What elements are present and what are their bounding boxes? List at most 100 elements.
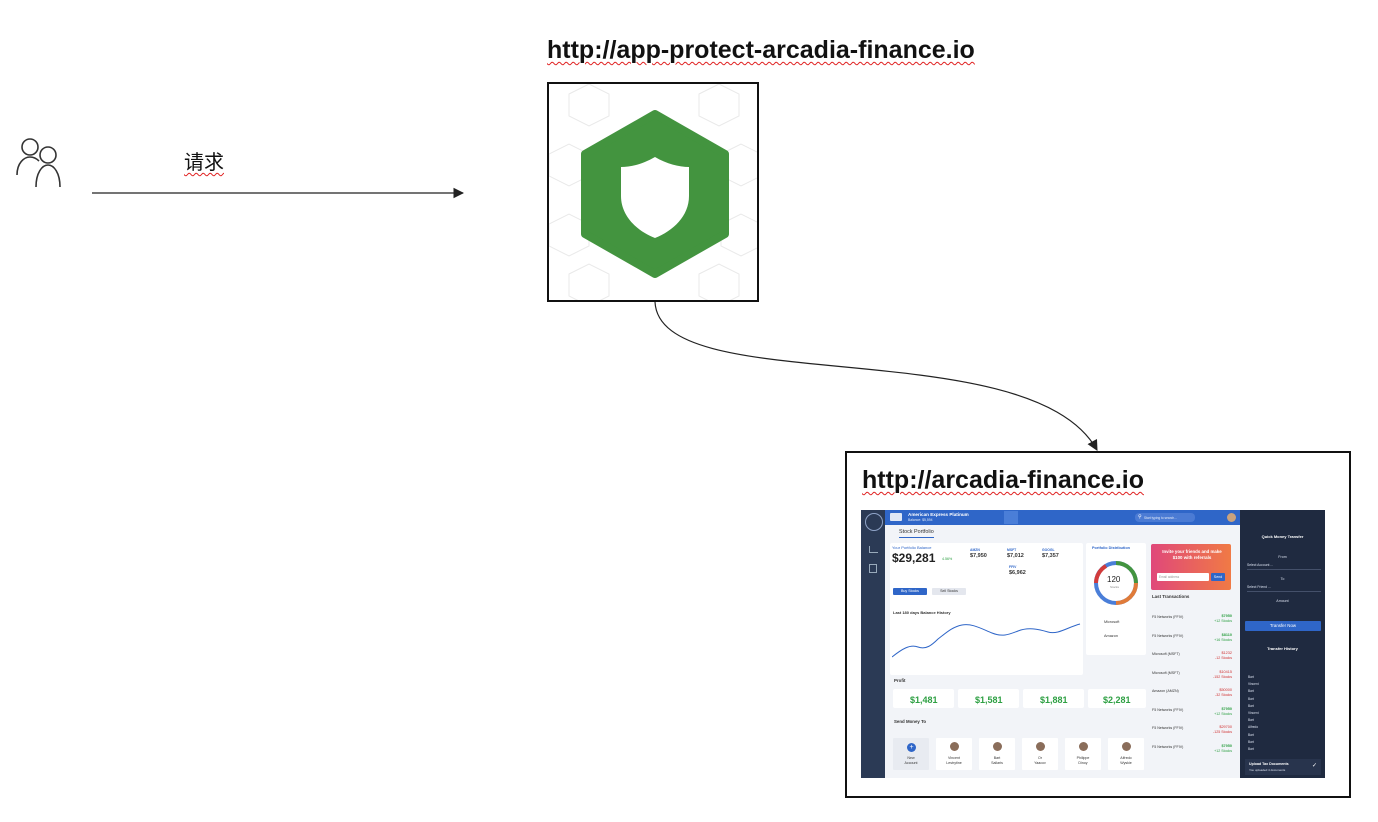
profit-title: Profit xyxy=(894,678,906,683)
transaction-row: Amazon (AMZN)$50000-32 Stocks xyxy=(1152,688,1232,703)
stock-ffiv: FFIV$6,962 xyxy=(1009,565,1026,576)
quick-transfer-panel: Quick Money Transfer From Select Account… xyxy=(1240,510,1325,778)
transfer-history-row: Vincent xyxy=(1248,711,1259,715)
transaction-row: F5 Networks (FFIV) $29700-125 Stocks xyxy=(1152,725,1232,740)
transaction-amount: $50000 xyxy=(1219,688,1232,692)
logo-icon xyxy=(865,513,883,531)
portfolio-change: 4.56% xyxy=(942,557,953,561)
legend-amazon: Amazon xyxy=(1104,634,1118,638)
request-label: 请求 xyxy=(184,152,224,174)
search-icon: ⚲ xyxy=(1138,514,1142,520)
transaction-amount: $1232 xyxy=(1221,651,1232,655)
history-title: Last 180 days Balance History xyxy=(893,610,951,615)
transaction-name: F5 Networks (FFIV) xyxy=(1152,744,1184,749)
profit-card-2: $1,581 xyxy=(958,689,1019,708)
stock-amzn: AMZN$7,950 xyxy=(970,548,987,559)
docs-nav-icon[interactable] xyxy=(869,564,877,573)
transaction-shares: +12 Stocks xyxy=(1214,619,1232,623)
transaction-name: F5 Networks (FFIV) xyxy=(1152,707,1184,712)
chart-nav-icon[interactable] xyxy=(869,546,878,553)
transaction-amount: $29700 xyxy=(1219,725,1232,729)
transaction-name: F5 Networks (FFIV) xyxy=(1152,615,1184,619)
to-select[interactable]: Select Friend ... xyxy=(1247,584,1321,592)
transfer-history-row: Bart xyxy=(1248,739,1254,744)
transaction-amount: $7950 xyxy=(1221,706,1232,711)
distribution-title: Portfolio Distribution xyxy=(1092,546,1130,550)
transfer-now-button[interactable]: Transfer Now xyxy=(1245,621,1321,631)
transfer-history-row: Bart xyxy=(1248,675,1254,679)
tab-stock-portfolio[interactable]: Stock Portfolio xyxy=(899,529,934,538)
forward-arrow xyxy=(654,301,1098,451)
transaction-shares: +12 Stocks xyxy=(1214,711,1232,716)
transfer-history-row: Bart xyxy=(1248,703,1254,708)
plus-icon: + xyxy=(907,743,916,752)
transaction-amount: $7950 xyxy=(1221,614,1232,618)
transfer-history-title: Transfer History xyxy=(1267,646,1298,651)
transfer-history-row: Bart xyxy=(1248,747,1254,751)
app-protect-box xyxy=(547,82,759,302)
transaction-shares: -12 Stocks xyxy=(1215,656,1232,660)
transaction-row: Microsoft (MSFT) $1232-12 Stocks xyxy=(1152,651,1232,666)
dashboard-screenshot: American Express Platinum Balance: $5,59… xyxy=(861,510,1325,778)
amount-label: Amount xyxy=(1276,599,1289,603)
donut-center-value: 120 xyxy=(1107,575,1121,584)
transactions-title: Last Transactions xyxy=(1152,594,1190,599)
transaction-name: F5 Networks (FFIV) xyxy=(1152,726,1184,730)
transfer-history-row: Bart xyxy=(1248,718,1254,723)
stock-googl: GOOGL$7,357 xyxy=(1042,548,1059,559)
stock-msft: MSFT$7,012 xyxy=(1007,548,1024,559)
transaction-shares: +12 Stocks xyxy=(1214,748,1232,753)
transaction-shares: -152 Stocks xyxy=(1213,674,1232,679)
send-money-title: Send Money To xyxy=(894,719,927,724)
invite-text: Invite your friends and make $100 with r… xyxy=(1162,549,1222,560)
transfer-history-row: Bart xyxy=(1248,689,1254,694)
donut-center-label: Stocks xyxy=(1110,585,1120,589)
profit-card-1: $1,481 xyxy=(893,689,954,708)
quick-transfer-title: Quick Money Transfer xyxy=(1261,534,1304,539)
invite-email-input[interactable]: Email address xyxy=(1157,573,1209,581)
transaction-row: Microsoft (MSFT)$10415-152 Stocks xyxy=(1152,670,1232,685)
card-icon xyxy=(890,513,902,521)
buy-stocks-button[interactable]: Buy Stocks xyxy=(893,588,927,595)
transaction-row: F5 Networks (FFIV) $7950+12 Stocks xyxy=(1152,614,1232,629)
portfolio-label: Your Portfolio Balance xyxy=(892,545,932,550)
sell-stocks-button[interactable]: Sell Stocks xyxy=(932,588,966,595)
distribution-donut xyxy=(1094,561,1138,605)
search-input[interactable]: ⚲ Start typing to search... xyxy=(1135,513,1195,522)
card-name: American Express Platinum xyxy=(908,512,969,517)
card-dropdown-icon[interactable] xyxy=(1004,511,1018,524)
dashboard-sidebar xyxy=(861,510,885,778)
from-label: From xyxy=(1278,555,1287,559)
contact-avatar xyxy=(1036,742,1045,751)
transaction-name: Microsoft (MSFT) xyxy=(1152,652,1180,656)
upload-card[interactable]: Upload Tax Documents You uploaded 4 docu… xyxy=(1245,759,1321,775)
transaction-row: F5 Networks (FFIV) $7950+12 Stocks xyxy=(1152,707,1232,722)
invite-send-button[interactable]: Send xyxy=(1211,573,1225,581)
transfer-history-row: Bart xyxy=(1248,732,1254,737)
transaction-row: F5 Networks (FFIV)$7950+12 Stocks xyxy=(1152,744,1232,759)
transaction-name: F5 Networks (FFIV) xyxy=(1152,633,1184,638)
app-url: http://arcadia-finance.io xyxy=(862,466,1144,494)
transaction-shares: +16 Stocks xyxy=(1214,637,1232,642)
transaction-name: Microsoft (MSFT) xyxy=(1152,670,1180,675)
legend-microsoft: Microsoft xyxy=(1104,620,1120,624)
distribution-card: Portfolio Distribution 120 Stocks Micros… xyxy=(1086,543,1146,655)
user-group-icon xyxy=(16,138,61,188)
transaction-shares: -32 Stocks xyxy=(1215,693,1232,697)
transaction-shares: -125 Stocks xyxy=(1213,730,1232,734)
transfer-history-row: Alfredo xyxy=(1248,725,1259,730)
to-label: To xyxy=(1280,577,1285,581)
from-select[interactable]: Select Account ... xyxy=(1247,562,1321,570)
transaction-row: F5 Networks (FFIV)$8110+16 Stocks xyxy=(1152,633,1232,648)
user-avatar[interactable] xyxy=(1227,513,1236,522)
dashboard-topbar: American Express Platinum Balance: $5,59… xyxy=(885,510,1240,525)
check-icon: ✓ xyxy=(1311,763,1317,769)
proxy-url: http://app-protect-arcadia-finance.io xyxy=(547,36,975,64)
